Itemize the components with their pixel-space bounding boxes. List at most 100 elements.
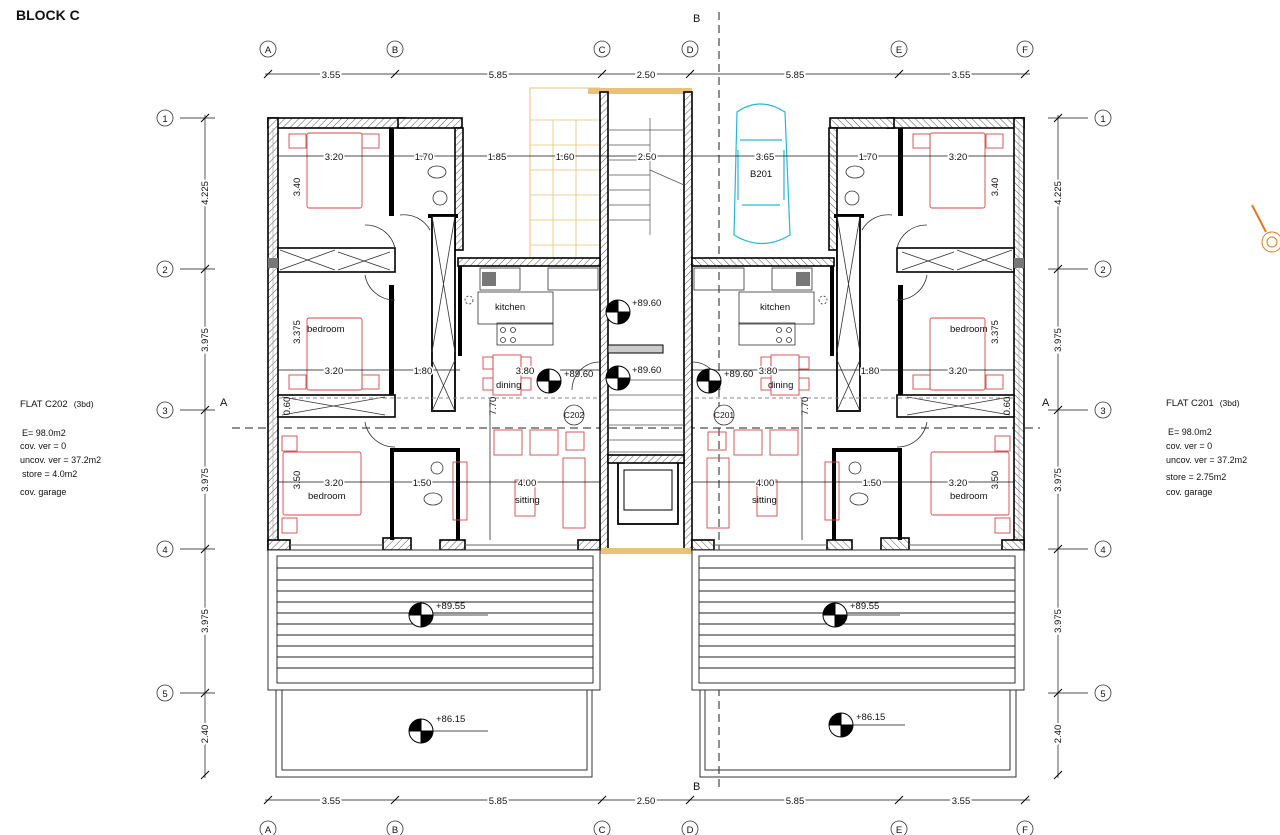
svg-text:+86.15: +86.15 — [856, 712, 885, 723]
svg-text:4.00: 4.00 — [518, 478, 537, 489]
svg-text:3.55: 3.55 — [952, 70, 971, 81]
svg-text:C: C — [599, 825, 606, 835]
svg-text:1: 1 — [1100, 114, 1105, 125]
svg-text:+89.55: +89.55 — [436, 601, 465, 612]
svg-text:1.60: 1.60 — [556, 152, 575, 163]
svg-text:3: 3 — [162, 406, 167, 417]
svg-text:5.85: 5.85 — [489, 796, 508, 807]
svg-text:3.65: 3.65 — [756, 152, 775, 163]
svg-text:1.70: 1.70 — [859, 152, 878, 163]
room-label-bedroom: bedroom — [950, 324, 988, 335]
room-label-sitting: sitting — [515, 495, 540, 506]
svg-text:4.00: 4.00 — [756, 478, 775, 489]
flat-info-c202: FLAT C202(3bd) E= 98.0m2 cov. ver = 0 un… — [20, 399, 101, 497]
room-label-bedroom: bedroom — [308, 491, 346, 502]
svg-text:2.40: 2.40 — [1053, 725, 1064, 744]
svg-text:3.975: 3.975 — [200, 609, 211, 633]
section-mark-b-bottom: B — [693, 781, 700, 793]
svg-text:uncov. ver = 37.2m2: uncov. ver = 37.2m2 — [1166, 455, 1247, 465]
level-markers: +89.60 +89.60 +89.60 +89.60 +89.55 +89.5… — [408, 298, 905, 744]
room-label-bedroom: bedroom — [950, 491, 988, 502]
svg-text:3.80: 3.80 — [516, 366, 535, 377]
svg-text:3.40: 3.40 — [292, 178, 303, 197]
svg-text:1.80: 1.80 — [414, 366, 433, 377]
compass-icon — [1251, 204, 1280, 253]
svg-text:5: 5 — [1100, 689, 1105, 700]
svg-text:F: F — [1022, 45, 1028, 56]
room-labels-right: bedroom kitchen dining bedroom sitting C… — [713, 302, 988, 506]
overall-dimensions: 3.55 5.85 2.50 5.85 3.55 3.55 5.85 2.50 … — [198, 68, 1066, 809]
svg-text:0.60: 0.60 — [1002, 397, 1013, 416]
svg-text:B: B — [392, 825, 398, 835]
svg-text:+89.60: +89.60 — [564, 369, 593, 380]
svg-text:D: D — [687, 825, 694, 835]
svg-text:4: 4 — [162, 545, 167, 556]
svg-text:7.70: 7.70 — [800, 397, 811, 416]
svg-text:A: A — [265, 45, 272, 56]
room-label-dining: dining — [496, 380, 521, 391]
svg-text:uncov. ver = 37.2m2: uncov. ver = 37.2m2 — [20, 455, 101, 465]
svg-text:3.55: 3.55 — [322, 70, 341, 81]
stair-core — [529, 87, 693, 554]
flat-tag: C201 — [714, 410, 735, 420]
svg-text:+89.60: +89.60 — [632, 298, 661, 309]
parking-label: B201 — [750, 169, 772, 180]
svg-text:3.20: 3.20 — [949, 152, 968, 163]
svg-text:E= 98.0m2: E= 98.0m2 — [22, 428, 66, 438]
svg-text:A: A — [265, 825, 272, 835]
svg-text:3.40: 3.40 — [990, 178, 1001, 197]
svg-text:FLAT C202(3bd): FLAT C202(3bd) — [20, 399, 94, 410]
svg-text:+86.15: +86.15 — [436, 714, 465, 725]
svg-text:B: B — [392, 45, 398, 56]
svg-text:store = 2.75m2: store = 2.75m2 — [1166, 472, 1226, 482]
svg-text:3.975: 3.975 — [200, 328, 211, 352]
svg-text:cov. garage: cov. garage — [20, 487, 66, 497]
svg-text:3.80: 3.80 — [759, 366, 778, 377]
svg-text:3.50: 3.50 — [292, 471, 303, 490]
svg-text:3.975: 3.975 — [1053, 328, 1064, 352]
svg-text:0.60: 0.60 — [282, 397, 293, 416]
interior-dimensions-right: 3.65 1.70 3.20 3.40 3.375 3.20 1.80 3.80… — [754, 151, 1013, 491]
interior-dimension-lines — [278, 155, 1015, 540]
svg-text:3.375: 3.375 — [292, 320, 303, 344]
svg-text:5.85: 5.85 — [786, 70, 805, 81]
svg-text:+89.60: +89.60 — [724, 369, 753, 380]
flat-c202-plan — [267, 117, 601, 778]
svg-text:1.50: 1.50 — [863, 478, 882, 489]
flat-c201-plan — [691, 117, 1025, 778]
svg-text:2.50: 2.50 — [638, 152, 657, 163]
svg-text:3.975: 3.975 — [1053, 468, 1064, 492]
svg-text:2: 2 — [162, 265, 167, 276]
svg-text:store = 4.0m2: store = 4.0m2 — [22, 469, 77, 479]
section-mark-a-right: A — [1042, 397, 1050, 409]
svg-text:2: 2 — [1100, 265, 1105, 276]
svg-text:5.85: 5.85 — [786, 796, 805, 807]
svg-text:3.20: 3.20 — [325, 366, 344, 377]
svg-text:cov. garage: cov. garage — [1166, 487, 1212, 497]
svg-text:4.225: 4.225 — [1053, 181, 1064, 205]
room-label-sitting: sitting — [752, 495, 777, 506]
flat-tag: C202 — [564, 410, 585, 420]
row-bubbles: 1 2 3 4 5 1 2 3 4 5 — [156, 109, 1112, 702]
svg-text:+89.55: +89.55 — [850, 601, 879, 612]
svg-text:2.40: 2.40 — [200, 725, 211, 744]
svg-text:3.20: 3.20 — [949, 478, 968, 489]
section-mark-b-top: B — [693, 13, 700, 25]
flat-info-c201: FLAT C201(3bd) E= 98.0m2 cov. ver = 0 un… — [1166, 398, 1247, 497]
svg-text:E: E — [896, 45, 902, 56]
svg-text:4: 4 — [1100, 545, 1105, 556]
svg-text:1: 1 — [162, 114, 167, 125]
svg-text:1.50: 1.50 — [413, 478, 432, 489]
svg-text:3.20: 3.20 — [949, 366, 968, 377]
svg-text:3.975: 3.975 — [1053, 609, 1064, 633]
svg-text:FLAT C201(3bd): FLAT C201(3bd) — [1166, 398, 1240, 409]
svg-text:F: F — [1022, 825, 1028, 835]
svg-text:4.225: 4.225 — [200, 181, 211, 205]
room-label-dining: dining — [768, 380, 793, 391]
svg-text:D: D — [687, 45, 694, 56]
grid-axes — [180, 69, 1088, 805]
svg-text:1.80: 1.80 — [861, 366, 880, 377]
svg-text:3.55: 3.55 — [322, 796, 341, 807]
svg-text:3.50: 3.50 — [990, 471, 1001, 490]
